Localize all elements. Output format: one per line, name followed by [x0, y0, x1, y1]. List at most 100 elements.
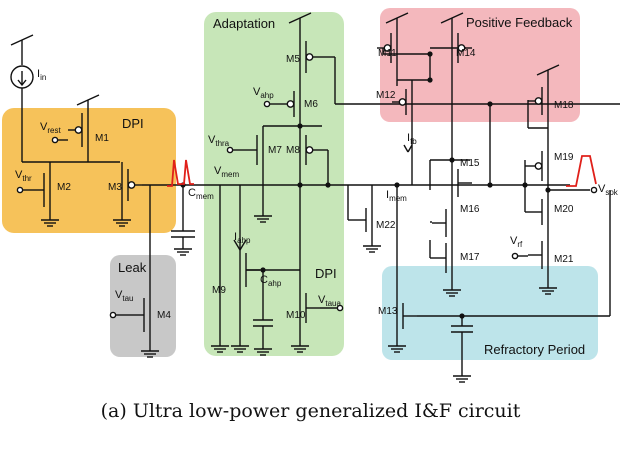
- transistor-label-m19: M19: [554, 152, 574, 163]
- current-arrow: [407, 144, 413, 153]
- transistor-m1: [68, 110, 89, 150]
- terminal: [226, 146, 234, 154]
- transistor-label-m11: M11: [378, 48, 397, 59]
- transistor-label-m18: M18: [554, 100, 574, 111]
- v-rest-label: Vrest: [40, 121, 61, 135]
- transistor-label-m9: M9: [212, 285, 226, 296]
- ground-symbol: [113, 214, 131, 227]
- transistor-m4: [130, 295, 151, 335]
- transistor-label-m1: M1: [95, 133, 109, 144]
- c-mem-capacitor: [171, 230, 195, 238]
- transistor-label-m14: M14: [456, 48, 476, 59]
- transistor-label-m17: M17: [460, 252, 480, 263]
- i-in-label: Iin: [37, 68, 46, 82]
- pmos-bubble: [74, 126, 83, 134]
- transistor-m2: [30, 170, 51, 210]
- transistor-label-m13: M13: [378, 306, 398, 317]
- terminal: [336, 304, 344, 312]
- terminal: [263, 100, 271, 108]
- current-source-arrow: [17, 79, 27, 87]
- leak-title: Leak: [118, 260, 147, 275]
- transistor-m17: [432, 240, 453, 276]
- transistor-label-m21: M21: [554, 254, 574, 265]
- transistor-m16: [432, 206, 453, 240]
- transistor-m5: [299, 38, 320, 76]
- junction-dot: [427, 77, 433, 83]
- figure-caption: (a) Ultra low-power generalized I&F circ…: [100, 400, 521, 422]
- transistor-m6: [280, 88, 301, 120]
- transistor-m12: [392, 86, 413, 118]
- transistor-label-m6: M6: [304, 99, 318, 110]
- c-mem-label: Cmem: [188, 187, 214, 201]
- v-rf-label: Vrf: [510, 235, 523, 249]
- v-mem-label: Vmem: [214, 165, 239, 179]
- transistor-m21: [528, 238, 549, 272]
- transistor-label-m12: M12: [376, 90, 396, 101]
- ground-symbol: [453, 370, 471, 383]
- transistor-label-m15: M15: [460, 158, 480, 169]
- current-arrow: [239, 239, 247, 251]
- junction-dot: [325, 182, 331, 188]
- ground-symbol: [363, 240, 381, 253]
- transistor-label-m4: M4: [157, 310, 171, 321]
- transistor-label-m22: M22: [376, 220, 396, 231]
- transistor-m9: [239, 250, 260, 290]
- ground-symbol: [141, 345, 159, 358]
- ground-symbol: [211, 340, 229, 353]
- terminal: [590, 186, 598, 194]
- i-mem-label: Imem: [386, 189, 407, 203]
- transistor-label-m16: M16: [460, 204, 480, 215]
- leak-block: [110, 255, 176, 357]
- positive-feedback-title: Positive Feedback: [466, 15, 573, 30]
- v-taua-label: Vtaua: [318, 294, 341, 308]
- transistor-m15: [451, 166, 472, 200]
- vmem-spike-waveform: [167, 159, 194, 187]
- transistor-m19: [528, 148, 549, 184]
- transistor-m8: [299, 132, 320, 168]
- transistor-label-m10: M10: [286, 310, 306, 321]
- transistor-label-m5: M5: [286, 54, 300, 65]
- circuit-schematic: DPI Adaptation DPI Leak Positive Feedbac…: [2, 8, 620, 383]
- ground-symbol: [254, 210, 272, 223]
- pmos-bubble: [398, 98, 407, 106]
- devices: [30, 30, 549, 335]
- pmos-bubble: [305, 53, 314, 61]
- transistor-label-m8: M8: [286, 145, 300, 156]
- terminal: [511, 252, 519, 260]
- pmos-bubble: [534, 97, 543, 105]
- transistor-m7: [243, 132, 264, 168]
- refractory-title: Refractory Period: [484, 342, 585, 357]
- ground-symbol: [443, 284, 461, 297]
- i-ahp-label: Iahp: [234, 231, 251, 245]
- vspk-pulse-waveform: [566, 155, 597, 187]
- i-fb-label: Ifb: [407, 132, 417, 146]
- c-ahp-label: Cahp: [260, 274, 282, 288]
- transistor-label-m20: M20: [554, 204, 574, 215]
- v-thr-label: Vthr: [15, 169, 32, 183]
- transistor-label-m3: M3: [108, 182, 122, 193]
- transistor-m11: [377, 30, 398, 66]
- junction-dot: [427, 51, 433, 57]
- junction-dot: [487, 101, 493, 107]
- v-thra-label: Vthra: [208, 134, 230, 148]
- pmos-bubble: [286, 100, 295, 108]
- transistor-m3: [121, 166, 142, 204]
- terminal: [109, 311, 117, 319]
- ground-symbol: [174, 243, 192, 256]
- transistor-m22: [352, 205, 373, 235]
- current-arrow: [233, 239, 241, 251]
- adaptation-title: Adaptation: [213, 16, 275, 31]
- transistor-m18: [528, 84, 549, 118]
- current-arrow: [403, 144, 409, 153]
- terminal: [16, 186, 24, 194]
- ground-symbol: [291, 340, 309, 353]
- refractory-period-block: [382, 266, 598, 360]
- pmos-bubble: [127, 181, 136, 189]
- transistor-m14: [451, 30, 472, 66]
- dpi-input-title: DPI: [122, 116, 144, 131]
- dpi-input-block: [2, 108, 176, 233]
- ground-symbol: [539, 282, 557, 295]
- transistor-label-m7: M7: [268, 145, 282, 156]
